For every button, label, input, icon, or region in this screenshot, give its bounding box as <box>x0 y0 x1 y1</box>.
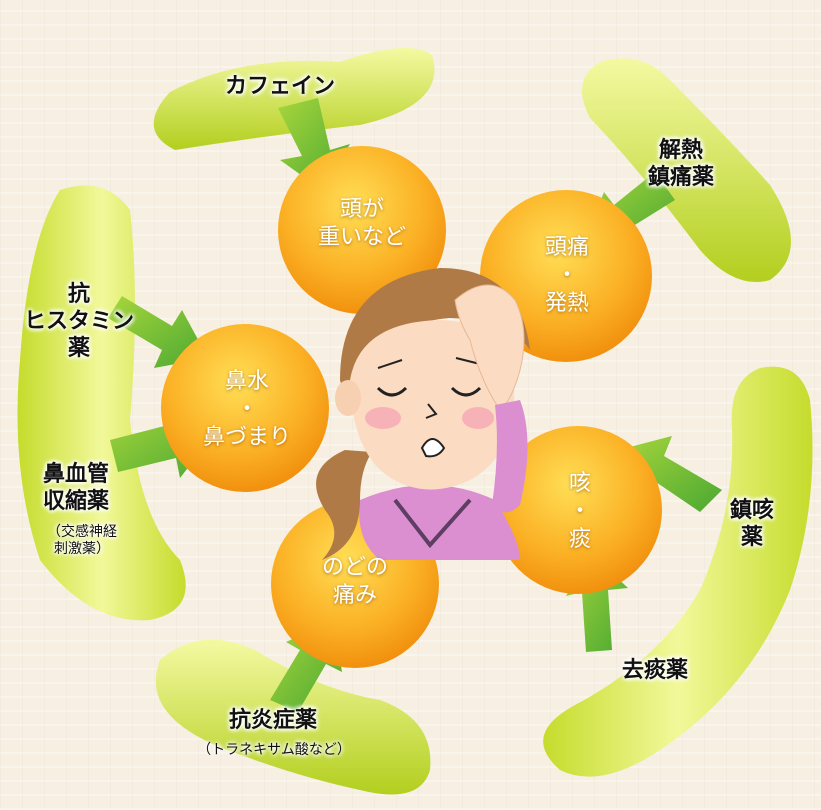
remedy-caffeine: カフェイン <box>224 74 335 99</box>
remedy-expectorant: 去痰薬 <box>621 658 688 683</box>
woman-illustration <box>316 268 530 560</box>
woman-hand <box>454 284 525 411</box>
woman-sleeve <box>492 400 528 513</box>
symptom-text-nose: 鼻水 ・ 鼻づまり <box>202 369 291 451</box>
remedy-antitussive: 鎮咳 薬 <box>729 498 774 550</box>
capsule-left <box>17 185 186 621</box>
woman-cheek-left <box>365 407 401 429</box>
remedy-anti-inflammatory-note: （トラネキサム酸など） <box>197 742 351 758</box>
woman-mouth <box>420 438 446 458</box>
symptom-text-headache: 頭痛 ・ 発熱 <box>544 235 589 317</box>
remedy-anti-inflammatory: 抗炎症薬 <box>228 708 317 733</box>
symptom-circle-headache <box>480 190 652 362</box>
woman-collar <box>393 498 472 549</box>
woman-cheek-right <box>462 407 494 429</box>
remedy-antihistamine: 抗 ヒスタミン 薬 <box>23 282 134 361</box>
woman-ear <box>335 380 361 416</box>
symptom-circle-cough <box>494 426 662 594</box>
capsule-right <box>543 366 813 777</box>
symptom-circle-nose <box>161 324 329 492</box>
symptom-text-head-heavy: 頭が 重いなど <box>317 197 406 251</box>
symptom-text-throat: のどの 痛み <box>321 555 388 609</box>
symptom-text-cough: 咳 ・ 痰 <box>568 471 591 553</box>
woman-ponytail <box>316 450 372 560</box>
capsule-antipyretic <box>582 58 791 283</box>
woman-brow-left <box>377 359 403 369</box>
capsule-caffeine <box>153 47 435 150</box>
arrow-antihistamine <box>108 296 208 368</box>
woman-eye-right <box>450 386 482 397</box>
woman-brow-right <box>455 357 481 365</box>
remedy-antipyretic: 解熱 鎮痛薬 <box>647 138 714 190</box>
capsule-bottom <box>155 639 431 795</box>
remedy-decongestant: 鼻血管 収縮薬 <box>42 462 109 514</box>
woman-eye-left <box>376 386 408 397</box>
arrow-antitussive <box>618 436 722 512</box>
remedy-decongestant-note: （交感神経 刺激薬） <box>47 524 117 558</box>
woman-nose <box>425 403 438 419</box>
symptom-circle-head-heavy <box>278 146 446 314</box>
